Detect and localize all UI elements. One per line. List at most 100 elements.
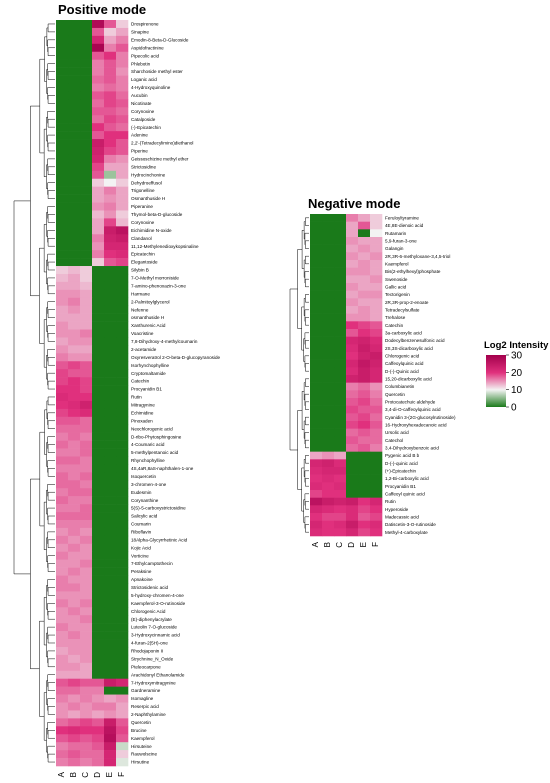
heatmap-cell	[56, 686, 69, 695]
heatmap-cell	[56, 218, 69, 227]
heatmap-cell	[68, 123, 81, 132]
row-label: 3-Hydroxycinnamic acid	[131, 633, 180, 638]
row-label: Kaempferol	[385, 261, 409, 266]
heatmap-cell	[358, 520, 371, 529]
heatmap-cell	[92, 75, 105, 84]
heatmap-cell	[116, 67, 129, 76]
heatmap-cell	[56, 710, 69, 719]
heatmap-cell	[56, 83, 69, 92]
heatmap-cell	[92, 281, 105, 291]
heatmap-cell	[92, 146, 105, 156]
heatmap-cell	[116, 345, 129, 354]
heatmap-cell	[56, 416, 69, 426]
heatmap-cell	[334, 413, 347, 422]
heatmap-cell	[116, 170, 129, 180]
heatmap-cell	[56, 623, 69, 632]
heatmap-cell	[358, 359, 371, 368]
heatmap-cell	[56, 289, 69, 299]
heatmap-cell	[92, 377, 105, 386]
heatmap-cell	[92, 99, 105, 108]
heatmap-cell	[116, 329, 129, 338]
heatmap-cell	[80, 615, 93, 624]
heatmap-cell	[322, 237, 335, 245]
row-label: Caffeoylquinic acid	[385, 361, 424, 366]
heatmap-cell	[334, 436, 347, 445]
heatmap-cell	[92, 416, 105, 426]
heatmap-cell	[116, 369, 129, 378]
heatmap-cell	[80, 504, 93, 513]
heatmap-cell	[68, 258, 81, 267]
heatmap-cell	[68, 575, 81, 584]
heatmap-cell	[104, 218, 117, 227]
heatmap-cell	[370, 451, 383, 460]
heatmap-cell	[56, 321, 69, 330]
heatmap-cell	[68, 194, 81, 203]
column-label: E	[105, 772, 114, 777]
heatmap-cell	[116, 639, 129, 648]
heatmap-cell	[92, 131, 105, 140]
heatmap-cell	[68, 726, 81, 735]
heatmap-cell	[104, 75, 117, 84]
heatmap-cell	[56, 91, 69, 100]
heatmap-cell	[68, 99, 81, 108]
heatmap-cell	[358, 421, 371, 429]
row-label: Eudesmin	[131, 490, 152, 495]
heatmap-cell	[370, 306, 383, 314]
heatmap-cell	[310, 359, 323, 368]
row-label: 3a-carboxylic acid	[385, 330, 422, 335]
heatmap-cell	[68, 559, 81, 568]
heatmap-cell	[92, 250, 105, 259]
heatmap-cell	[68, 131, 81, 140]
heatmap-cell	[104, 750, 117, 759]
heatmap-cell	[68, 519, 81, 529]
row-label: 16-Hydroxyhexadecanoic acid	[385, 422, 447, 427]
heatmap-cell	[104, 250, 117, 259]
row-label: Reserpic acid	[131, 704, 159, 709]
heatmap-cell	[56, 583, 69, 592]
row-label: Clandanol	[131, 236, 152, 241]
heatmap-cell	[116, 551, 129, 560]
heatmap-cell	[92, 170, 105, 180]
heatmap-cell	[116, 527, 129, 537]
heatmap-cell	[334, 505, 347, 514]
heatmap-cell	[92, 678, 105, 687]
heatmap-cell	[68, 361, 81, 370]
heatmap-cell	[80, 361, 93, 370]
heatmap-cell	[116, 27, 129, 37]
heatmap-cell	[370, 221, 383, 230]
heatmap-cell	[116, 607, 129, 616]
heatmap-cell	[322, 298, 335, 307]
heatmap-cell	[68, 369, 81, 378]
heatmap-cell	[104, 480, 117, 489]
heatmap-cell	[334, 290, 347, 299]
negative-row-dendrogram	[289, 217, 309, 533]
heatmap-cell	[310, 513, 323, 521]
column-label: B	[69, 772, 78, 777]
heatmap-cell	[322, 398, 335, 406]
row-label: Rhynchophylline	[131, 458, 165, 463]
column-label: F	[117, 772, 126, 777]
heatmap-cell	[92, 456, 105, 465]
heatmap-cell	[80, 27, 93, 37]
heatmap-cell	[116, 726, 129, 735]
heatmap-cell	[322, 436, 335, 445]
row-label: Eichimidine N-oxide	[131, 228, 172, 233]
heatmap-cell	[68, 20, 81, 29]
heatmap-cell	[56, 567, 69, 576]
row-label: Corynoxine	[131, 220, 155, 225]
heatmap-cell	[104, 91, 117, 100]
heatmap-cell	[80, 416, 93, 426]
column-label: C	[81, 772, 90, 778]
heatmap-cell	[80, 337, 93, 346]
heatmap-cell	[358, 275, 371, 284]
heatmap-cell	[104, 448, 117, 457]
heatmap-cell	[92, 464, 105, 473]
row-label: Isoquercetin	[131, 474, 156, 479]
heatmap-cell	[322, 344, 335, 353]
row-label: 5,9-furan-3-one	[385, 238, 417, 243]
heatmap-cell	[116, 440, 129, 449]
heatmap-cell	[92, 305, 105, 314]
heatmap-cell	[370, 344, 383, 353]
